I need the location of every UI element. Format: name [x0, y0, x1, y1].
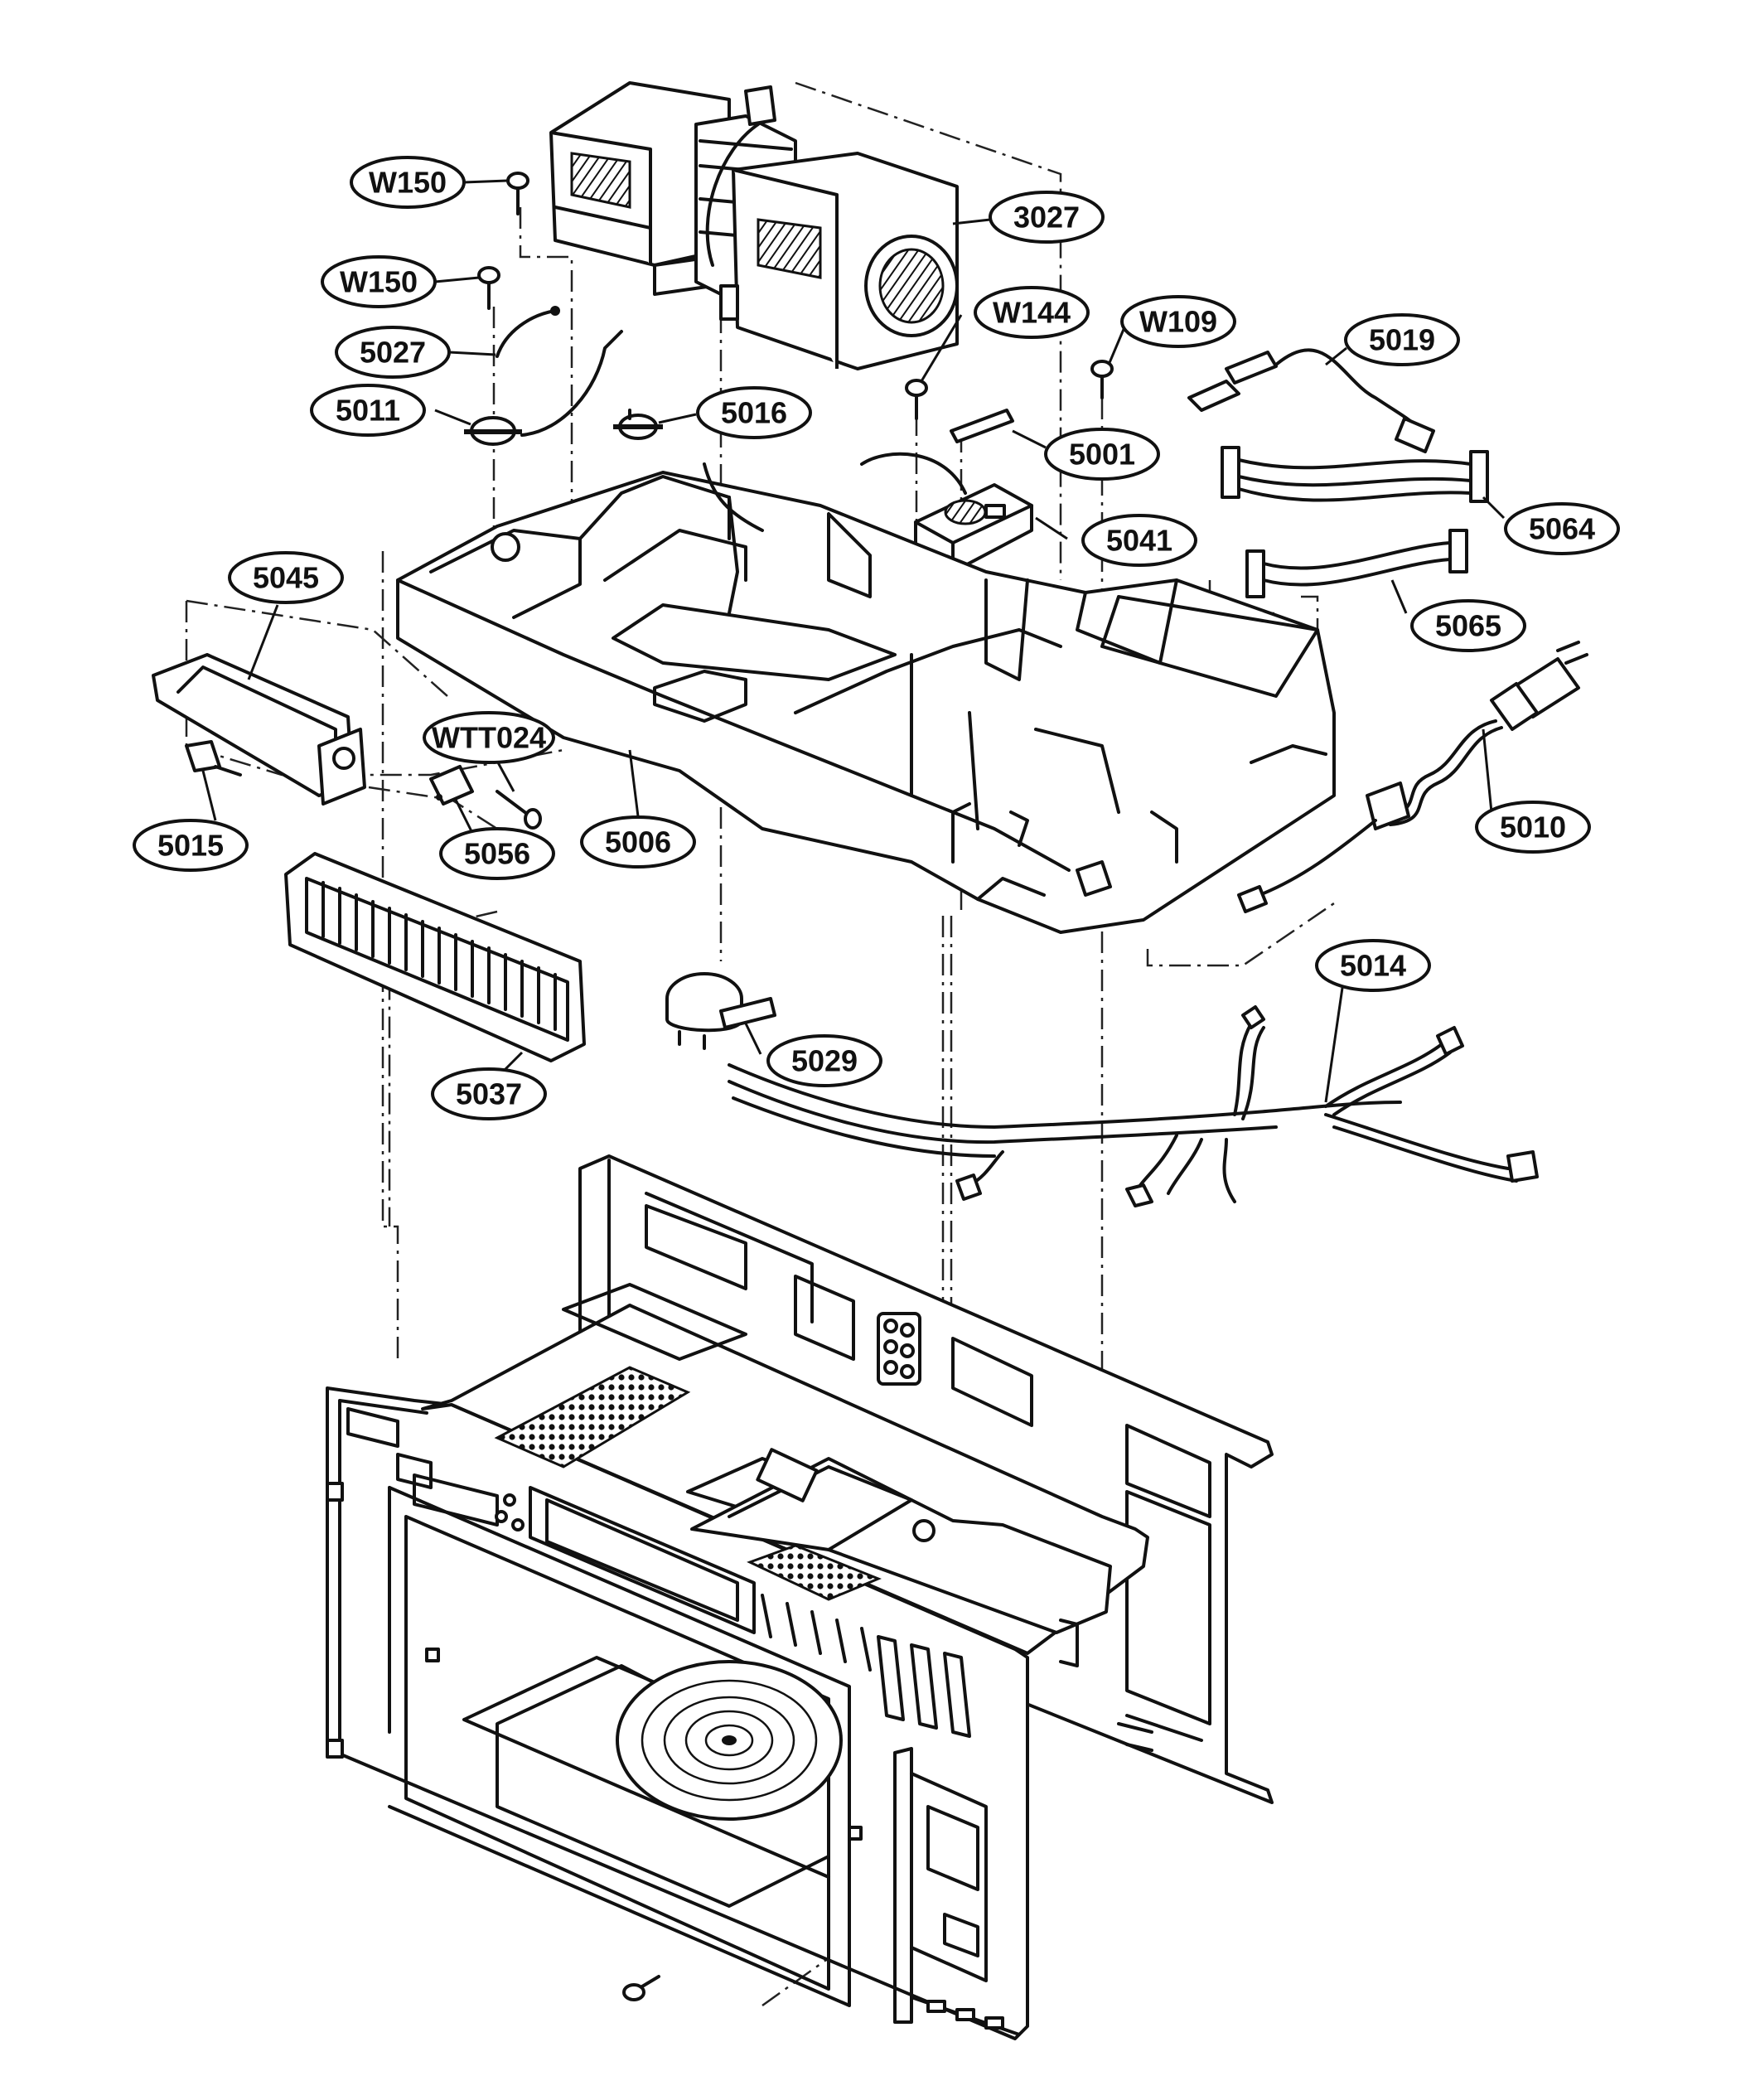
screw-bottom [622, 1975, 660, 2001]
callout-5041: 5041 [1081, 514, 1197, 567]
harness-5065 [1245, 529, 1468, 598]
callout-5056: 5056 [439, 827, 555, 880]
callout-5064-text: 5064 [1529, 512, 1595, 546]
callout-labels: W150 3027 W150 W144 W109 5019 5027 5011 [133, 156, 1620, 1120]
callout-5001-text: 5001 [1069, 438, 1135, 472]
lamp-housing-5045 [152, 653, 366, 806]
turntable-motor-5029 [665, 972, 776, 1050]
callout-5056-text: 5056 [464, 837, 530, 871]
callout-wtt024-text: WTT024 [432, 721, 546, 755]
callout-5015-text: 5015 [157, 829, 224, 863]
control-buttons [877, 1312, 921, 1386]
callout-5016-text: 5016 [721, 396, 787, 430]
callout-5015: 5015 [133, 819, 249, 872]
callout-5014-text: 5014 [1340, 949, 1406, 983]
part-5001-fuse [950, 409, 1014, 443]
screw-wtt024 [496, 790, 542, 830]
part-5027-wire [496, 309, 557, 358]
callout-5010: 5010 [1475, 801, 1591, 854]
harness-5064 [1221, 446, 1489, 503]
screw-w150-mid [477, 266, 500, 310]
callout-5011: 5011 [310, 384, 426, 437]
callout-5065: 5065 [1410, 599, 1526, 652]
callout-w150-top: W150 [350, 156, 466, 209]
callout-5064: 5064 [1504, 502, 1620, 555]
callout-wtt024: WTT024 [423, 711, 555, 764]
callout-5027-text: 5027 [360, 336, 426, 370]
callout-5027: 5027 [335, 326, 451, 379]
callout-w144-text: W144 [993, 296, 1071, 330]
callout-5065-text: 5065 [1435, 609, 1501, 643]
callout-5041-text: 5041 [1106, 524, 1172, 558]
callout-5011-text: 5011 [336, 394, 400, 428]
callout-5029: 5029 [766, 1034, 882, 1087]
callout-w144: W144 [974, 286, 1090, 339]
callout-5001: 5001 [1044, 428, 1160, 481]
callout-3027-text: 3027 [1013, 201, 1080, 235]
callout-5006-text: 5006 [605, 825, 671, 859]
callout-5006: 5006 [580, 815, 696, 869]
callout-3027: 3027 [989, 191, 1105, 244]
callout-5029-text: 5029 [791, 1044, 858, 1078]
small-parts-left [464, 306, 1435, 453]
callout-w150-top-text: W150 [369, 166, 447, 200]
turntable-rings [462, 1656, 843, 1908]
fan-motor-assembly [549, 81, 959, 370]
callout-5019: 5019 [1344, 313, 1460, 366]
leader-lines [201, 179, 1506, 1103]
callout-5016: 5016 [696, 386, 812, 439]
callout-5037-text: 5037 [456, 1077, 522, 1111]
callout-w109: W109 [1120, 295, 1236, 348]
switch-5056 [429, 765, 474, 806]
callout-5037: 5037 [431, 1067, 547, 1120]
grille-5037 [284, 852, 586, 1062]
lamp-socket-5015 [185, 740, 242, 777]
callout-5045-text: 5045 [253, 561, 319, 595]
wire-harness-5014 [728, 1005, 1539, 1207]
callout-5014: 5014 [1315, 939, 1431, 992]
screw-w109 [1090, 360, 1114, 399]
base-plate-5006 [396, 462, 1336, 934]
microwave-cavity [326, 1154, 1274, 2040]
part-5011-lead [520, 330, 623, 437]
callout-5045: 5045 [228, 551, 344, 604]
callout-5019-text: 5019 [1369, 323, 1435, 357]
power-cord-5010 [1237, 641, 1588, 913]
callout-w150-mid: W150 [321, 255, 437, 308]
screw-w144 [905, 379, 928, 420]
screw-w150-top [506, 172, 529, 215]
screw-parts [477, 172, 1114, 2001]
callout-w150-mid-text: W150 [340, 265, 418, 299]
callout-5010-text: 5010 [1500, 810, 1566, 844]
callout-w109-text: W109 [1139, 305, 1217, 339]
